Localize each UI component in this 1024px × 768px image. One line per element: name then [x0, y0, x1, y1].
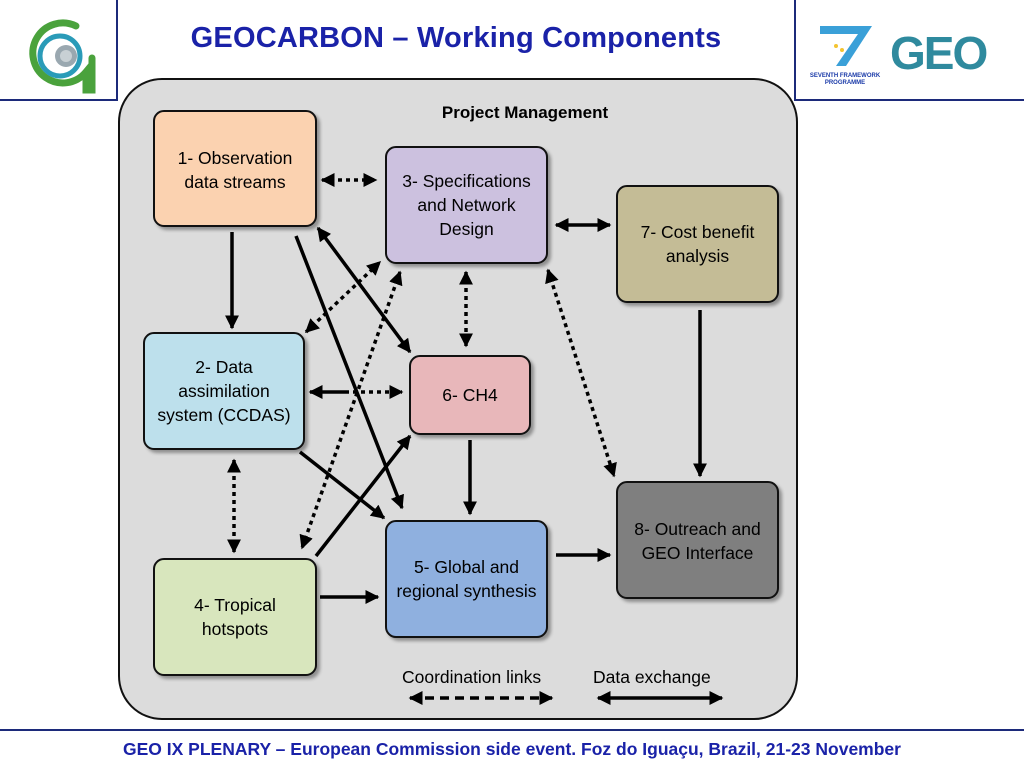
project-management-label: Project Management [441, 103, 609, 122]
page-title: GEOCARBON – Working Components [190, 22, 722, 54]
box-8-label: 8- Outreach and GEO Interface [634, 519, 761, 563]
box-6-label: 6- CH4 [442, 385, 498, 405]
header-divider-left [116, 0, 118, 101]
fp7-logo: SEVENTH FRAMEWORK PROGRAMME [806, 20, 884, 86]
legend-coordination-label: Coordination links [402, 667, 542, 687]
box-outreach-geo-interface: 8- Outreach and GEO Interface [616, 481, 779, 599]
legend-data-exchange-label: Data exchange [593, 667, 711, 687]
box-data-assimilation-system: 2- Data assimilation system (CCDAS) [143, 332, 305, 450]
footer-rule [0, 729, 1024, 731]
box-2-label: 2- Data assimilation system (CCDAS) [157, 357, 291, 425]
header-rule-right [794, 99, 1024, 101]
header-rule [0, 99, 118, 101]
footer-text: GEO IX PLENARY – European Commission sid… [123, 739, 901, 759]
box-cost-benefit-analysis: 7- Cost benefit analysis [616, 185, 779, 303]
fp7-seven-icon [820, 26, 872, 66]
box-4-label: 4- Tropical hotspots [194, 595, 276, 639]
box-tropical-hotspots: 4- Tropical hotspots [153, 558, 317, 676]
coord-3-8 [545, 268, 617, 478]
box-3-label: 3- Specifications and Network Design [402, 171, 531, 239]
box-global-regional-synthesis: 5- Global and regional synthesis [385, 520, 548, 638]
box-observation-data-streams: 1- Observation data streams [153, 110, 317, 227]
geo-logo: GEO [890, 27, 988, 79]
box-1-label: 1- Observation data streams [177, 148, 293, 192]
fp7-logo-text: SEVENTH FRAMEWORK PROGRAMME [809, 73, 881, 86]
header-divider-right [794, 0, 796, 101]
box-specifications-network-design: 3- Specifications and Network Design [385, 146, 548, 264]
coord-3-4 [299, 270, 403, 550]
geocarbon-logo-icon [29, 19, 96, 94]
box-ch4: 6- CH4 [409, 355, 531, 435]
box-5-label: 5- Global and regional synthesis [396, 557, 537, 601]
box-7-label: 7- Cost benefit analysis [640, 222, 755, 266]
